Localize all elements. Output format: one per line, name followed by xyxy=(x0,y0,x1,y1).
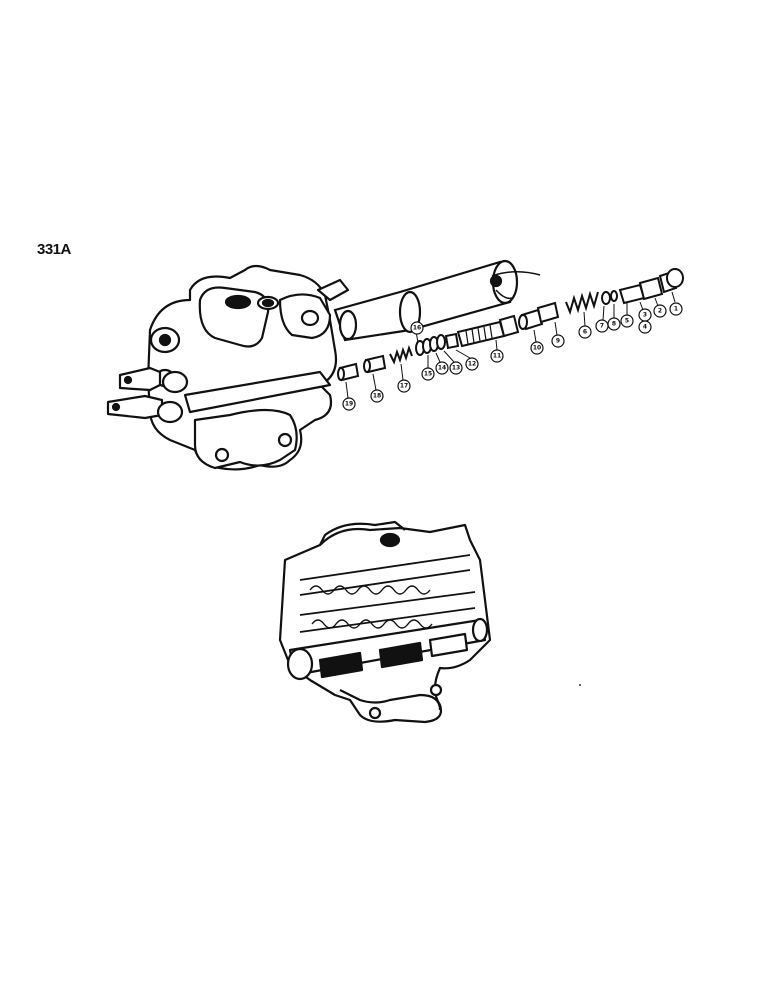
svg-text:15: 15 xyxy=(424,371,432,378)
svg-text:18: 18 xyxy=(373,393,381,400)
svg-text:13: 13 xyxy=(452,365,460,372)
callout-3: 3 xyxy=(638,308,652,322)
svg-text:8: 8 xyxy=(612,321,616,328)
svg-text:14: 14 xyxy=(438,365,446,372)
svg-text:5: 5 xyxy=(625,318,629,325)
callout-8: 8 xyxy=(607,317,621,331)
speck xyxy=(579,684,581,686)
callout-6: 6 xyxy=(578,325,592,339)
callout-7: 7 xyxy=(595,319,609,333)
callout-16: 16 xyxy=(410,321,424,335)
svg-text:16: 16 xyxy=(413,325,421,332)
callout-1: 1 xyxy=(669,302,683,316)
svg-text:12: 12 xyxy=(468,361,476,368)
callout-18: 18 xyxy=(370,389,384,403)
cutaway-valve-view xyxy=(278,520,492,724)
callout-13: 13 xyxy=(449,361,463,375)
callout-11: 11 xyxy=(490,349,504,363)
svg-text:6: 6 xyxy=(583,329,587,336)
callout-9: 9 xyxy=(551,334,565,348)
callout-4: 4 xyxy=(638,320,652,334)
svg-text:17: 17 xyxy=(400,383,408,390)
bore-cylinder xyxy=(333,259,541,342)
callout-19: 19 xyxy=(342,397,356,411)
callout-17: 17 xyxy=(397,379,411,393)
svg-text:4: 4 xyxy=(643,324,647,331)
callout-5: 5 xyxy=(620,314,634,328)
svg-text:9: 9 xyxy=(556,338,560,345)
svg-text:2: 2 xyxy=(658,308,662,315)
callout-2: 2 xyxy=(653,304,667,318)
svg-text:10: 10 xyxy=(533,345,541,352)
svg-text:7: 7 xyxy=(600,323,604,330)
valve-body xyxy=(106,264,350,471)
svg-text:11: 11 xyxy=(493,353,501,360)
callout-14: 14 xyxy=(435,361,449,375)
exploded-parts xyxy=(337,268,684,382)
callout-12: 12 xyxy=(465,357,479,371)
svg-text:1: 1 xyxy=(674,306,678,313)
callouts: 1 2 3 4 5 6 7 8 9 10 11 12 13 14 15 16 1… xyxy=(342,302,683,411)
page-label: 331A xyxy=(37,241,71,258)
svg-text:3: 3 xyxy=(643,312,647,319)
callout-10: 10 xyxy=(530,341,544,355)
callout-15: 15 xyxy=(421,367,435,381)
svg-text:19: 19 xyxy=(345,401,353,408)
